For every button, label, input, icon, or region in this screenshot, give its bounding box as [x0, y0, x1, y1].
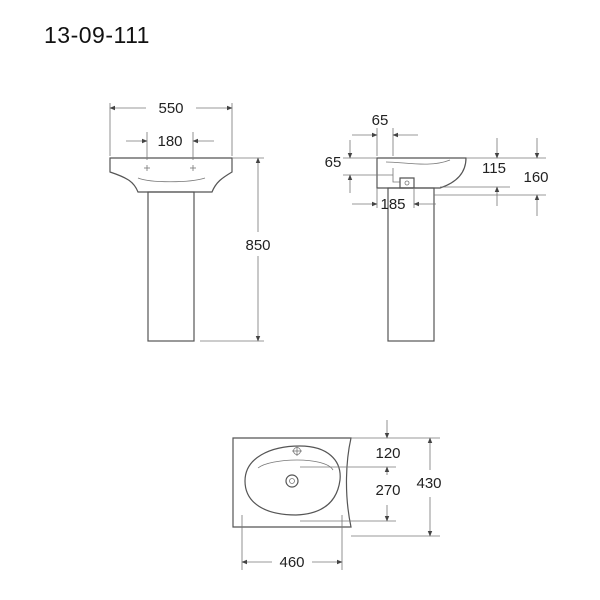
drain-hole [285, 474, 299, 488]
front-width-label: 550 [158, 100, 183, 117]
side-bowl-height-label: 115 [482, 160, 506, 177]
top-bowl-outline [244, 445, 341, 516]
side-view: 65 65 185 115 160 [325, 112, 549, 342]
side-pedestal [387, 187, 435, 342]
front-height-label: 850 [245, 237, 270, 254]
side-left-offset-label: 65 [325, 154, 342, 171]
top-bowl-depth-label: 270 [375, 482, 400, 499]
top-hole-offset-label: 120 [375, 445, 400, 462]
front-view: 550 180 850 [109, 100, 271, 342]
top-view: 120 270 430 460 [232, 420, 442, 571]
top-width-label: 460 [279, 554, 304, 571]
top-total-depth-label: 430 [416, 475, 441, 492]
front-pedestal [147, 191, 195, 342]
front-basin-outline [109, 157, 233, 193]
side-basin-outline [376, 157, 467, 189]
front-hole-spacing-label: 180 [157, 133, 182, 150]
side-depth-label: 185 [380, 196, 405, 213]
side-top-offset-label: 65 [372, 112, 389, 129]
model-number: 13-09-111 [44, 22, 150, 48]
side-rim-height-label: 160 [523, 169, 548, 186]
top-basin-outline [232, 437, 352, 528]
